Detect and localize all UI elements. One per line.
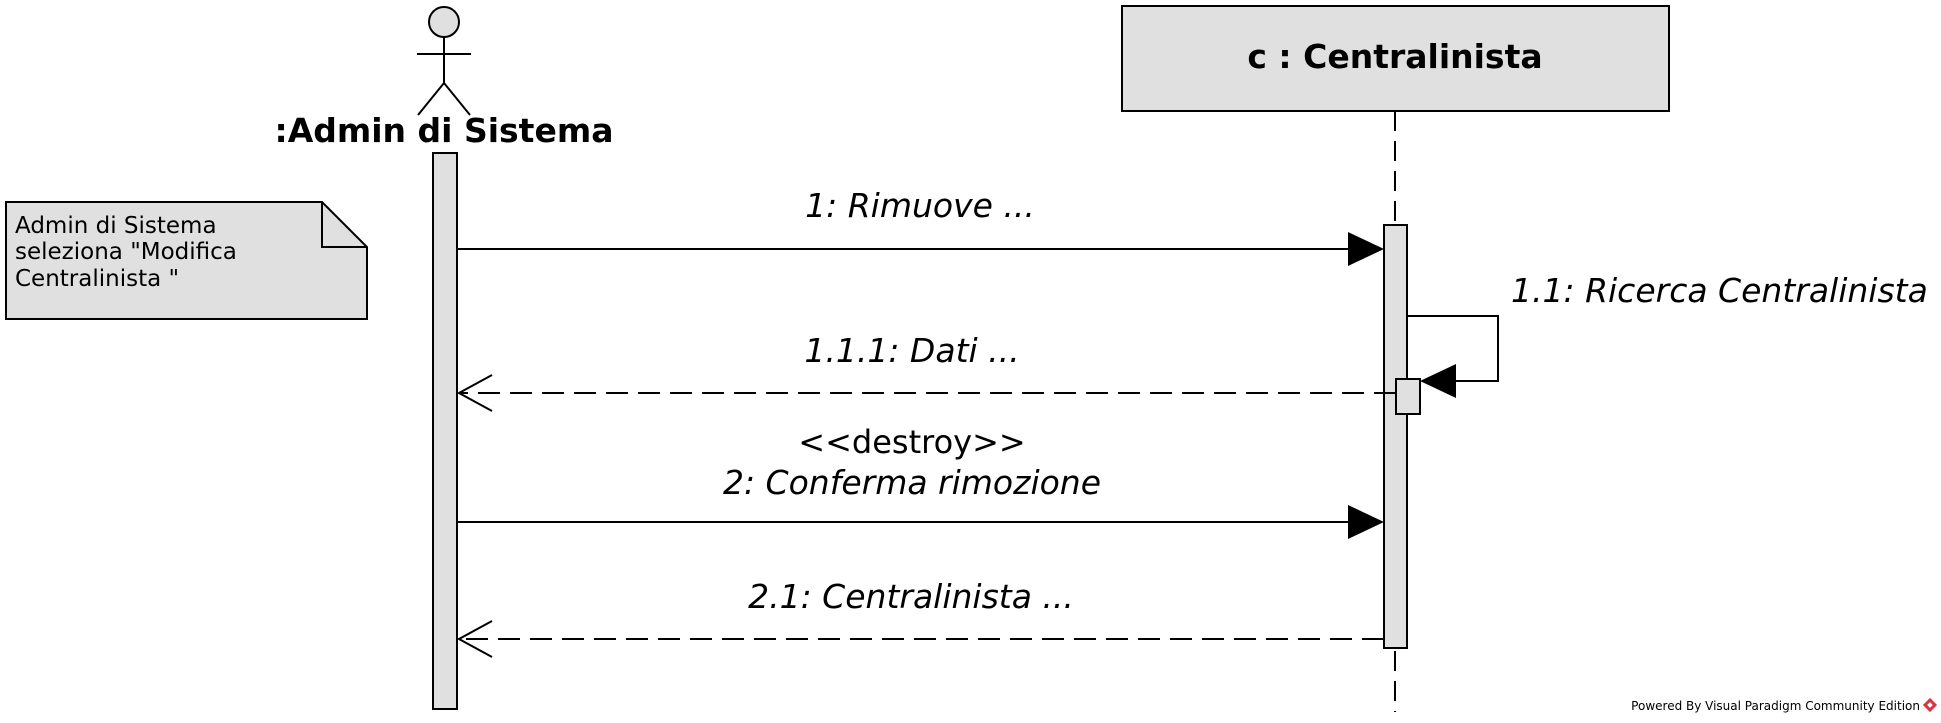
watermark-text: Powered By Visual Paradigm Community Edi… — [1631, 699, 1920, 713]
lifeline-head-box[interactable] — [1121, 5, 1670, 112]
message-2-label: 2: Conferma rimozione — [723, 463, 1101, 502]
visual-paradigm-logo-icon — [1922, 697, 1938, 713]
message-1-1-self-call[interactable]: 1.1: Ricerca Centralinista — [1407, 271, 1928, 398]
lifeline-activation-bar — [1383, 224, 1408, 649]
message-2[interactable]: <<destroy>> 2: Conferma rimozione — [457, 423, 1384, 539]
note-line-3: Centralinista " — [15, 266, 179, 292]
lifeline-label: c : Centralinista — [1247, 37, 1542, 76]
message-1-1-label: 1.1: Ricerca Centralinista — [1511, 271, 1928, 310]
open-arrowhead-icon — [456, 620, 493, 658]
note: Admin di Sistema seleziona "Modifica Cen… — [5, 201, 368, 320]
message-1-1-1-label: 1.1.1: Dati ... — [804, 331, 1019, 370]
nested-activation-bar — [1395, 378, 1421, 415]
message-1-label: 1: Rimuove ... — [805, 186, 1035, 225]
message-2-1-return[interactable]: 2.1: Centralinista ... — [456, 577, 1384, 658]
filled-arrowhead-icon — [1420, 364, 1456, 398]
actor-figure — [417, 6, 471, 116]
message-1-1-1-return[interactable]: 1.1.1: Dati ... — [456, 331, 1396, 412]
message-1[interactable]: 1: Rimuove ... — [457, 186, 1384, 266]
note-line-1: Admin di Sistema — [15, 213, 217, 239]
note-line-2: seleziona "Modifica — [15, 239, 237, 265]
open-arrowhead-icon — [456, 374, 493, 412]
filled-arrowhead-icon — [1348, 505, 1384, 539]
filled-arrowhead-icon — [1348, 232, 1384, 266]
actor-label: :Admin di Sistema — [275, 111, 614, 150]
message-2-1-label: 2.1: Centralinista ... — [748, 577, 1074, 616]
message-2-stereotype: <<destroy>> — [798, 423, 1025, 461]
actor-activation-bar — [432, 152, 458, 710]
